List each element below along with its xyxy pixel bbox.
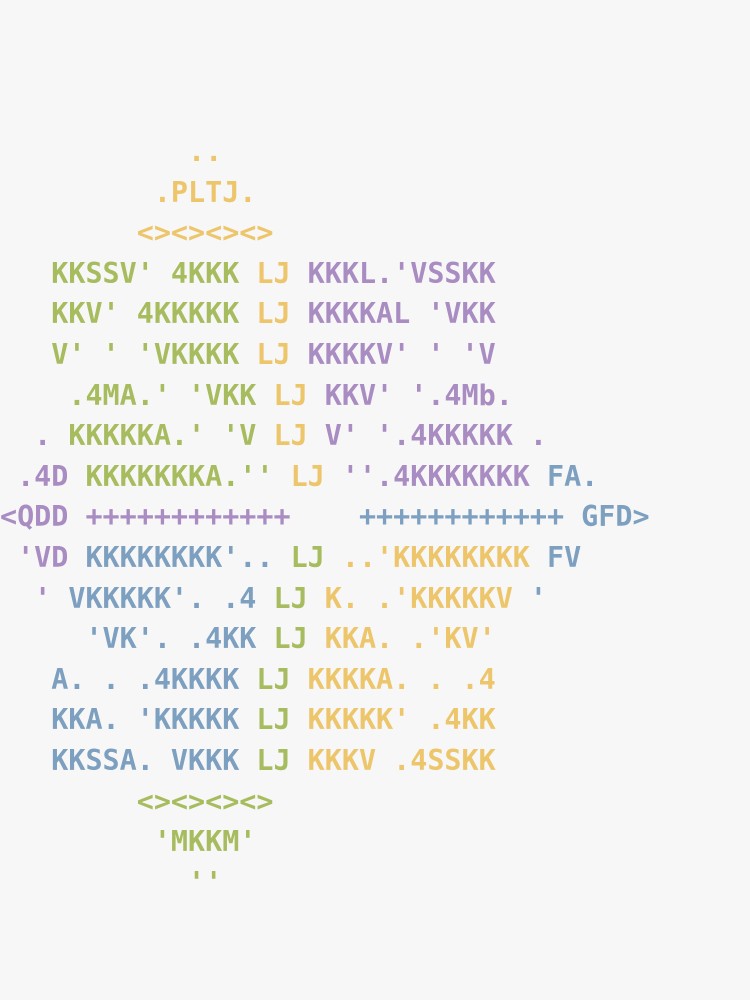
art-segment bbox=[0, 703, 51, 736]
art-segment: .. bbox=[170, 135, 223, 168]
art-segment: KKA. .'KV' bbox=[307, 622, 496, 656]
art-segment bbox=[0, 785, 137, 818]
art-line: 'VK'. .4KK LJ KKA. .'KV' bbox=[0, 619, 650, 660]
art-segment: LJ bbox=[256, 662, 291, 696]
art-segment: KKKKKA.' 'V bbox=[68, 419, 274, 453]
art-segment: A. . .4KKKK bbox=[51, 662, 257, 696]
art-segment: KKV' 4KKKKK bbox=[51, 297, 257, 331]
art-segment: LJ bbox=[290, 459, 325, 493]
art-segment bbox=[0, 297, 51, 330]
art-segment bbox=[0, 216, 137, 249]
art-segment: <><><><> bbox=[136, 784, 274, 818]
art-line: ' VKKKKK'. .4 LJ K. .'KKKKKV ' bbox=[0, 579, 650, 620]
art-segment: ' bbox=[512, 581, 547, 615]
art-line: V' ' 'VKKKK LJ KKKKV' ' 'V bbox=[0, 335, 650, 376]
art-segment: . bbox=[512, 419, 547, 453]
art-segment bbox=[0, 379, 51, 412]
art-segment: KKKKKKKK bbox=[393, 540, 530, 574]
art-segment: LJ bbox=[290, 540, 325, 574]
art-segment bbox=[0, 663, 51, 696]
art-segment bbox=[0, 825, 154, 858]
art-segment bbox=[0, 744, 51, 777]
art-line: <><><><> bbox=[0, 782, 650, 823]
art-segment: KKSSA. VKKK bbox=[51, 743, 257, 777]
art-line: <QDD ++++++++++++ ++++++++++++ GFD> bbox=[0, 497, 650, 538]
art-segment: KKKKA. . .4 bbox=[290, 662, 496, 696]
art-line: .4D KKKKKKKA.'' LJ ''.4KKKKKKK FA. bbox=[0, 457, 650, 498]
art-segment: KKKKV' ' 'V bbox=[290, 337, 496, 371]
art-segment bbox=[291, 500, 359, 533]
art-segment: ''.4KKKKKKK bbox=[324, 459, 530, 493]
art-line: 'VD KKKKKKKK'.. LJ ..'KKKKKKKK FV bbox=[0, 538, 650, 579]
art-segment bbox=[0, 622, 85, 655]
art-segment: .4D bbox=[0, 459, 86, 493]
art-segment: K. .'KKKKKV bbox=[307, 581, 513, 615]
art-segment: KKSSV' 4KKK bbox=[51, 256, 257, 290]
art-segment: .4MA.' 'VKK bbox=[51, 378, 274, 412]
art-segment: KKKL.'VSSKK bbox=[290, 256, 496, 290]
art-segment: LJ bbox=[256, 297, 291, 331]
art-line: .4MA.' 'VKK LJ KKV' '.4Mb. bbox=[0, 376, 650, 417]
art-segment: ' bbox=[0, 581, 69, 615]
art-line: KKSSV' 4KKK LJ KKKL.'VSSKK bbox=[0, 254, 650, 295]
art-segment: . bbox=[0, 419, 69, 453]
art-segment: 'VD bbox=[0, 540, 86, 574]
art-segment: KKV' '.4Mb. bbox=[307, 378, 513, 412]
art-line: <><><><> bbox=[0, 213, 650, 254]
art-segment: 'MKKM' bbox=[153, 825, 257, 859]
art-line: '' bbox=[0, 863, 650, 904]
art-segment: V' ' 'VKKKK bbox=[51, 337, 257, 371]
art-segment bbox=[0, 338, 51, 371]
art-line: . KKKKKA.' 'V LJ V' '.4KKKKK . bbox=[0, 416, 650, 457]
art-line: KKA. 'KKKKK LJ KKKKK' .4KK bbox=[0, 700, 650, 741]
art-segment: ..' bbox=[324, 540, 394, 574]
art-segment: <QDD bbox=[0, 500, 86, 534]
art-segment: '' bbox=[170, 865, 223, 899]
art-segment: LJ bbox=[256, 256, 291, 290]
art-segment bbox=[0, 866, 171, 899]
art-line: KKV' 4KKKKK LJ KKKKAL 'VKK bbox=[0, 294, 650, 335]
art-segment: VKKKKK'. .4 bbox=[68, 581, 274, 615]
art-line: .. bbox=[0, 132, 650, 173]
art-segment bbox=[0, 176, 154, 209]
art-segment: KKKV .4SSKK bbox=[290, 743, 496, 777]
art-segment: GFD> bbox=[564, 500, 650, 534]
art-segment: LJ bbox=[273, 581, 308, 615]
art-segment: LJ bbox=[273, 622, 308, 656]
art-line: 'MKKM' bbox=[0, 822, 650, 863]
art-segment: LJ bbox=[256, 743, 291, 777]
art-segment: LJ bbox=[256, 337, 291, 371]
art-segment: FV bbox=[529, 540, 582, 574]
art-segment: .PLTJ. bbox=[153, 175, 257, 209]
art-segment: ++++++++++++ bbox=[358, 500, 565, 534]
art-segment: V' '.4KKKKK bbox=[307, 419, 513, 453]
art-segment bbox=[0, 257, 51, 290]
art-segment: KKKKK' .4KK bbox=[290, 703, 496, 737]
ascii-art-emblem: .. .PLTJ. <><><><> KKSSV' 4KKK LJ KKKL.'… bbox=[0, 132, 650, 903]
art-segment bbox=[0, 135, 171, 168]
art-segment: LJ bbox=[273, 378, 308, 412]
art-segment: KKKKAL 'VKK bbox=[290, 297, 496, 331]
art-segment: KKKKKKKK'.. bbox=[85, 540, 291, 574]
art-segment: KKKKKKKA.'' bbox=[85, 459, 291, 493]
art-segment: LJ bbox=[256, 703, 291, 737]
art-segment: 'VK'. .4KK bbox=[85, 622, 274, 656]
art-line: .PLTJ. bbox=[0, 173, 650, 214]
art-segment: FA. bbox=[529, 459, 599, 493]
art-line: A. . .4KKKK LJ KKKKA. . .4 bbox=[0, 660, 650, 701]
art-line: KKSSA. VKKK LJ KKKV .4SSKK bbox=[0, 741, 650, 782]
art-segment: <><><><> bbox=[136, 216, 274, 250]
art-segment: ++++++++++++ bbox=[85, 500, 291, 534]
art-segment: LJ bbox=[273, 419, 308, 453]
art-segment: KKA. 'KKKKK bbox=[51, 703, 257, 737]
